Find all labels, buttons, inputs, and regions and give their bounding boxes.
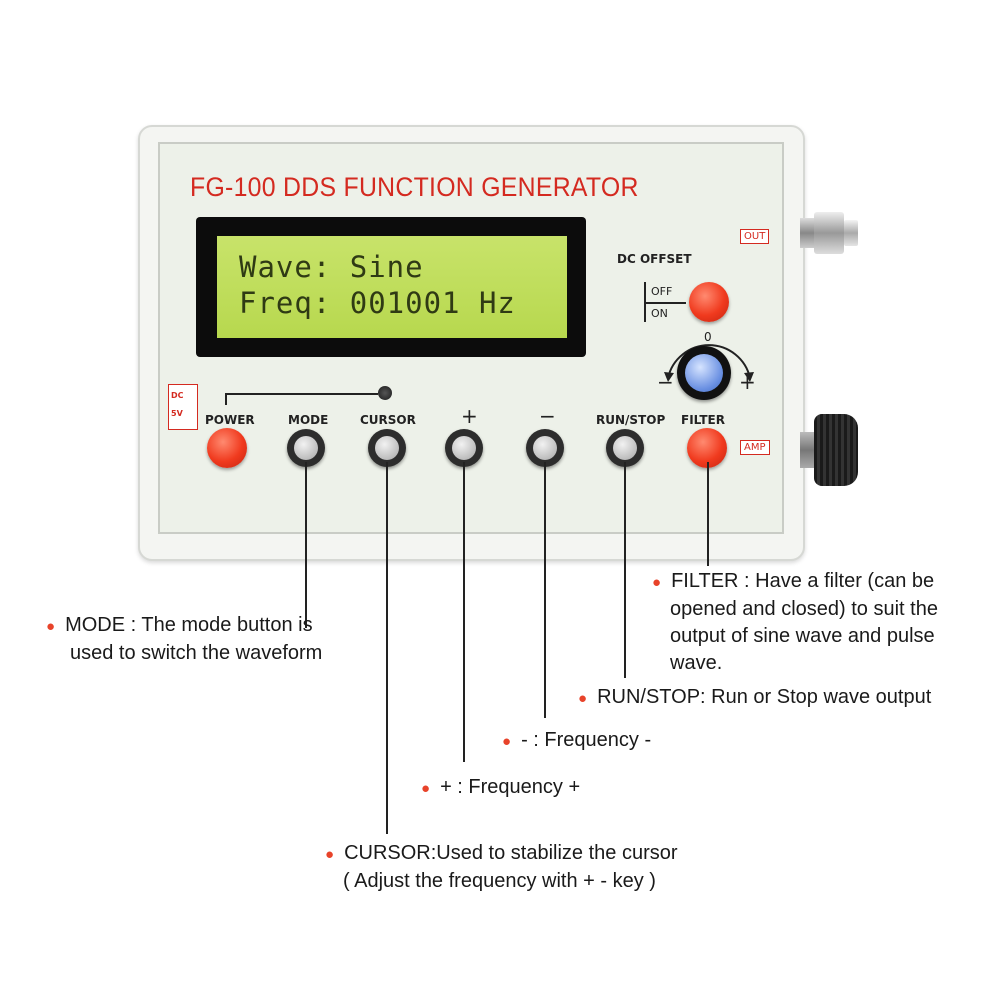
dc-offset-label: DC OFFSET: [617, 252, 692, 266]
plus-button[interactable]: [445, 429, 483, 467]
filter-button[interactable]: [687, 428, 727, 468]
lcd-screen: Wave: Sine Freq: 001001 Hz: [217, 236, 567, 338]
off-label: OFF: [651, 285, 673, 298]
mode-annotation: ●MODE : The mode button is used to switc…: [46, 614, 323, 664]
power-indicator-line-drop: [225, 393, 227, 405]
bullet-icon: ●: [46, 618, 56, 635]
plus-leader-line: [463, 462, 465, 762]
run-stop-label: RUN/STOP: [596, 413, 666, 427]
on-label: ON: [651, 307, 668, 320]
cursor-button[interactable]: [368, 429, 406, 467]
bnc-connector[interactable]: [800, 208, 860, 258]
lcd-wave-line: Wave: Sine: [239, 250, 424, 284]
power-jack-5v-label: 5V: [171, 409, 183, 418]
mode-leader-line: [305, 462, 307, 628]
out-tag: OUT: [740, 229, 770, 244]
run-stop-leader-line: [624, 462, 626, 678]
power-jack-marker: DC 5V: [168, 384, 198, 430]
power-led: [378, 386, 392, 400]
lcd-freq-line: Freq: 001001 Hz: [239, 286, 516, 320]
power-label: POWER: [205, 413, 255, 427]
minus-leader-line: [544, 462, 546, 718]
dc-offset-button[interactable]: [689, 282, 729, 322]
filter-label: FILTER: [681, 413, 725, 427]
minus-button[interactable]: [526, 429, 564, 467]
cursor-leader-line: [386, 462, 388, 834]
run-stop-button[interactable]: [606, 429, 644, 467]
minus-label: −: [539, 404, 556, 428]
bullet-icon: ●: [502, 733, 512, 750]
filter-leader-line: [707, 462, 709, 566]
knob-minus-label: −: [657, 370, 674, 394]
offset-knob-arc: [654, 328, 764, 398]
bullet-icon: ●: [578, 690, 588, 707]
cursor-annotation: ●CURSOR:Used to stabilize the cursor ( A…: [325, 842, 678, 892]
device-title: FG-100 DDS FUNCTION GENERATOR: [190, 172, 639, 202]
plus-label: +: [461, 404, 478, 428]
mode-label: MODE: [288, 413, 329, 427]
bullet-icon: ●: [652, 574, 662, 591]
power-button[interactable]: [207, 428, 247, 468]
switch-midline: [644, 302, 686, 304]
plus-annotation: ●+ : Frequency +: [421, 776, 581, 798]
minus-annotation: ●- : Frequency -: [502, 729, 652, 751]
knob-plus-label: +: [739, 370, 756, 394]
power-indicator-line: [225, 393, 378, 395]
bullet-icon: ●: [421, 780, 431, 797]
filter-annotation: ●FILTER : Have a filter (can be opened a…: [652, 570, 938, 674]
run-stop-annotation: ●RUN/STOP: Run or Stop wave output: [578, 686, 932, 708]
cursor-label: CURSOR: [360, 413, 416, 427]
knob-zero-label: 0: [704, 330, 712, 344]
bullet-icon: ●: [325, 846, 335, 863]
amp-tag: AMP: [740, 440, 770, 455]
amplitude-knob[interactable]: [800, 410, 860, 490]
offset-knob[interactable]: [677, 346, 731, 400]
mode-button[interactable]: [287, 429, 325, 467]
power-jack-dc-label: DC: [171, 391, 184, 400]
